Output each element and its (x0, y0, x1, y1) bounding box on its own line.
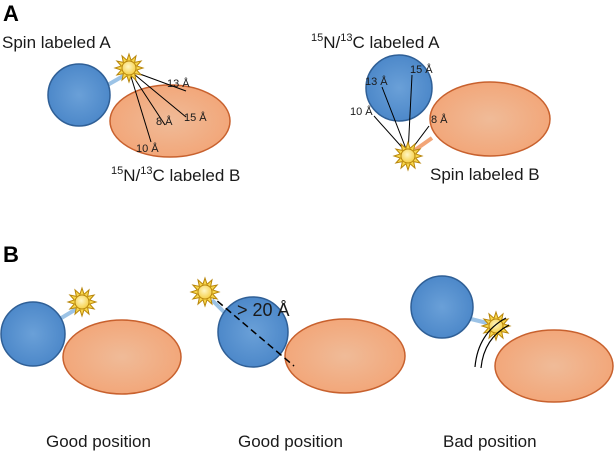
distance-label-15: 15 Å (410, 63, 433, 76)
spin-label-core (121, 60, 137, 76)
spin-label-core (197, 284, 213, 300)
panel-b-letter: B (3, 242, 19, 267)
clash-arc (480, 324, 510, 369)
protein-a-circle (47, 63, 111, 127)
distance-label-8: 8 Å (156, 115, 173, 128)
protein-b-ellipse (494, 329, 614, 403)
distance-label-15: 15 Å (184, 111, 207, 124)
spin-label-sun-icon (66, 286, 98, 318)
spin-label-sun-icon (392, 140, 424, 172)
spin-labeled-a-label: Spin labeled A (2, 33, 111, 52)
caption-good-position-1: Good position (46, 432, 151, 451)
panel-a-left-complex: 13 Å 15 Å 8 Å 10 Å Spin labeled A 15N/13… (2, 33, 240, 185)
protein-b-ellipse (284, 318, 406, 394)
spin-label-core (400, 148, 416, 164)
distance-label-10: 10 Å (136, 142, 159, 155)
panel-a-right-complex: 15 Å 13 Å 10 Å 8 Å 15N/13C labeled A Spi… (311, 32, 551, 184)
spin-label-core (74, 294, 90, 310)
distance-dashed-line (208, 293, 295, 367)
isotope-labeled-a-label: 15N/13C labeled A (311, 32, 440, 52)
clash-arc (474, 317, 507, 368)
distance-label-13: 13 Å (167, 77, 190, 90)
spin-label-sun-icon (189, 276, 221, 308)
distance-label-10: 10 Å (350, 105, 373, 118)
panel-a-letter: A (3, 1, 19, 26)
protein-a-circle (365, 54, 433, 122)
spin-label-sun-icon (113, 52, 145, 84)
linker (413, 136, 434, 152)
protein-a-circle (0, 301, 66, 367)
panel-b-good-position-1 (0, 286, 182, 395)
caption-good-position-2: Good position (238, 432, 343, 451)
spin-labeled-b-label: Spin labeled B (430, 165, 540, 184)
distance-over-20-label: > 20 Å (237, 300, 290, 320)
caption-bad-position: Bad position (443, 432, 537, 451)
distance-label-8: 8 Å (431, 113, 448, 126)
protein-b-ellipse (429, 81, 551, 157)
isotope-labeled-b-label: 15N/13C labeled B (111, 165, 240, 185)
distance-label-13: 13 Å (365, 75, 388, 88)
protein-b-ellipse (62, 319, 182, 395)
panel-b-bad-position (410, 275, 614, 403)
protein-a-circle (410, 275, 474, 339)
panel-b-good-position-2: > 20 Å (189, 276, 406, 394)
